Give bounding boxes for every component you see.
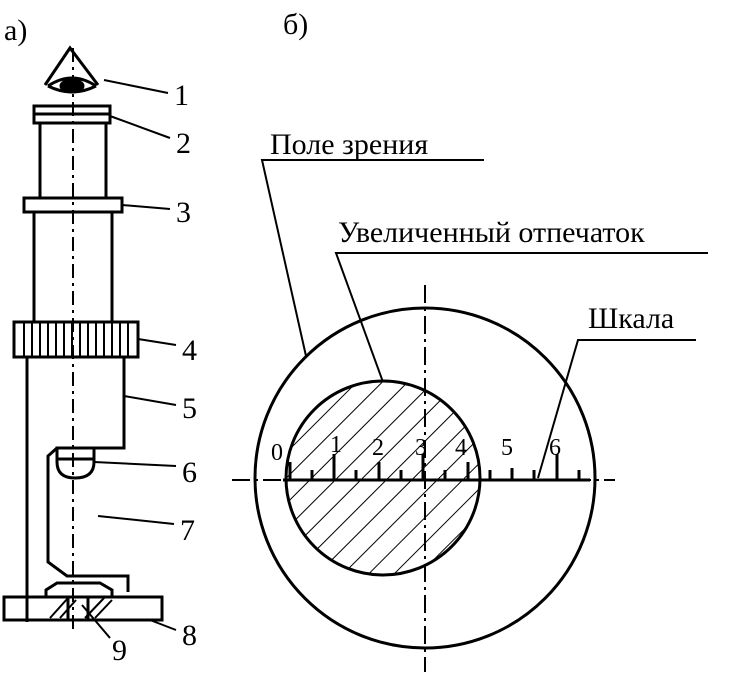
- callout-5: 5: [182, 392, 197, 425]
- objective-lens: [55, 446, 96, 480]
- leader-lines: [81, 79, 177, 639]
- knurl-lines: [23, 322, 129, 357]
- scale-number-5: 5: [501, 435, 513, 461]
- panel-a-label: а): [4, 14, 27, 47]
- measurement-scale: [283, 454, 590, 482]
- callout-8: 8: [182, 619, 197, 652]
- panel-b-label: б): [283, 8, 308, 41]
- panel-b-leaders: [260, 159, 708, 479]
- callout-7: 7: [180, 514, 195, 547]
- scale-number-4: 4: [455, 435, 467, 461]
- callout-4: 4: [182, 334, 197, 367]
- callout-2: 2: [176, 127, 191, 160]
- eye-icon: [43, 45, 100, 94]
- field-of-view-label: Поле зрения: [270, 128, 428, 161]
- imprint-label: Увеличенный отпечаток: [338, 216, 645, 249]
- base-plate: [2, 595, 164, 622]
- imprint-circle: [284, 379, 482, 577]
- scale-number-1: 1: [330, 432, 342, 458]
- scale-number-0: 0: [271, 440, 283, 466]
- scale-numbers: 0 1 2 3 4 5 6: [271, 432, 561, 466]
- callout-9: 9: [112, 634, 127, 667]
- callout-1: 1: [174, 79, 189, 112]
- scale-label: Шкала: [588, 302, 674, 335]
- callout-3: 3: [176, 196, 191, 229]
- callout-numbers: 1 2 3 4 5 6 7 8 9: [112, 79, 197, 667]
- scale-number-6: 6: [549, 435, 561, 461]
- panel-b-labels: Поле зрения Увеличенный отпечаток Шкала: [270, 128, 674, 335]
- scale-number-3: 3: [415, 435, 427, 461]
- specimen-hatch: [49, 597, 113, 619]
- support-arm: [46, 446, 130, 592]
- scale-number-2: 2: [372, 435, 384, 461]
- microscope: [2, 45, 177, 639]
- callout-6: 6: [182, 456, 197, 489]
- specimen-holder: [44, 581, 114, 597]
